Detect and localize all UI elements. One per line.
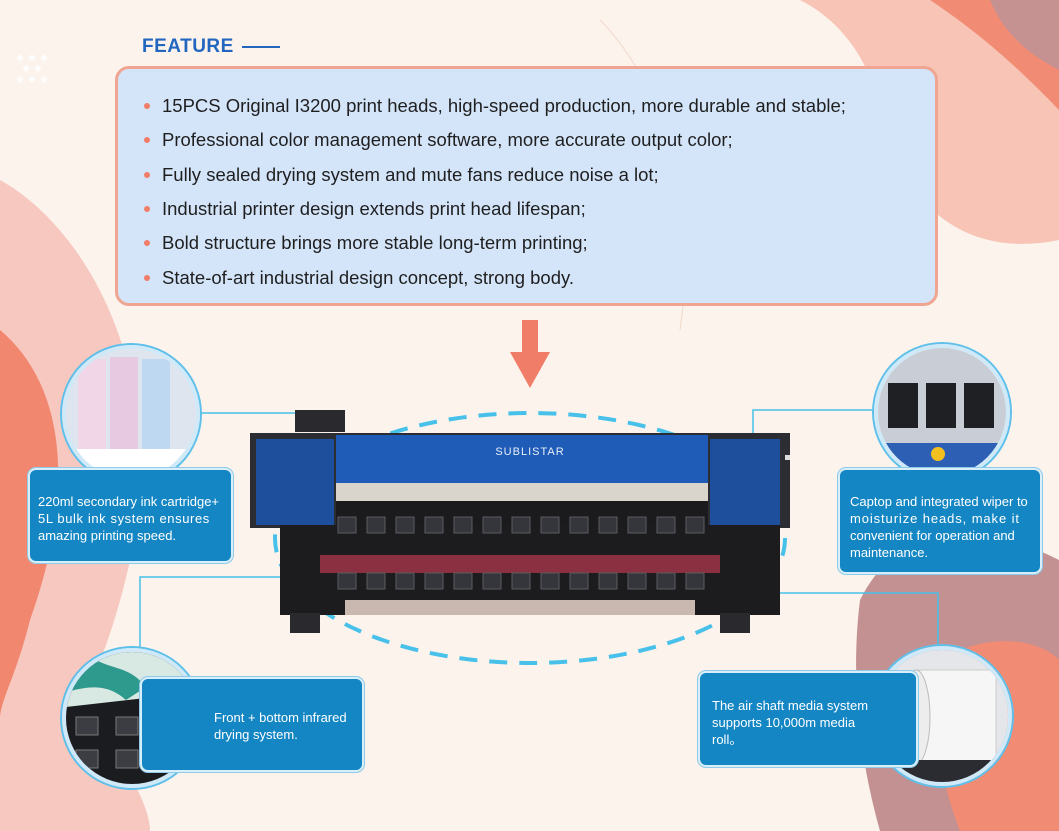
feature-item-text: 15PCS Original I3200 print heads, high-s… — [162, 95, 846, 117]
feature-title: FEATURE — [142, 36, 234, 57]
fan-icon — [424, 572, 444, 590]
bullet-icon — [144, 103, 150, 110]
fan-icon — [569, 572, 589, 590]
callout-text: 220ml secondary ink cartridge+ — [38, 494, 220, 509]
callout-text: 5L bulk ink system ensures — [38, 511, 210, 526]
bullet-icon — [144, 171, 150, 178]
feature-list: 15PCS Original I3200 print heads, high-s… — [144, 89, 911, 295]
feature-item: Professional color management software, … — [144, 123, 911, 157]
fan-icon — [395, 572, 415, 590]
feature-heading: FEATURE — [142, 36, 280, 58]
fan-icon — [366, 516, 386, 534]
captop-callout: Captop and integrated wiper to moisturiz… — [838, 468, 1042, 574]
feature-box: 15PCS Original I3200 print heads, high-s… — [115, 66, 938, 306]
fan-icon — [598, 516, 618, 534]
fan-icon — [424, 516, 444, 534]
media-system-callout: The air shaft media system supports 10,0… — [698, 671, 918, 767]
ink-system-callout: 220ml secondary ink cartridge+ 5L bulk i… — [28, 468, 233, 563]
feature-item-text: Bold structure brings more stable long-t… — [162, 232, 588, 254]
fan-icon — [511, 516, 531, 534]
feature-item-text: Fully sealed drying system and mute fans… — [162, 163, 659, 185]
callout-text: roll。 — [712, 732, 743, 747]
fan-icon — [569, 516, 589, 534]
fan-icon — [511, 572, 531, 590]
fan-icon — [453, 572, 473, 590]
fan-icon — [627, 572, 647, 590]
callout-text: drying system. — [214, 727, 298, 742]
feature-item: Fully sealed drying system and mute fans… — [144, 158, 911, 192]
fan-icon — [337, 516, 357, 534]
callout-text: maintenance. — [850, 545, 929, 560]
feature-item-text: Professional color management software, … — [162, 129, 733, 151]
feature-item-text: State-of-art industrial design concept, … — [162, 266, 575, 288]
down-arrow-icon — [510, 320, 550, 388]
printer-image: SUBLISTAR — [250, 410, 790, 633]
feature-item: 15PCS Original I3200 print heads, high-s… — [144, 89, 911, 123]
bullet-icon — [144, 274, 150, 281]
callout-text: Front + bottom infrared — [214, 710, 347, 725]
feature-item: Bold structure brings more stable long-t… — [144, 226, 911, 260]
captop-photo — [874, 344, 1010, 480]
bullet-icon — [144, 137, 150, 144]
callout-text: Captop and integrated wiper to — [850, 494, 1028, 509]
fan-icon — [656, 572, 676, 590]
fan-icon — [656, 516, 676, 534]
fan-icon — [685, 516, 705, 534]
heading-rule — [241, 46, 280, 48]
fan-icon — [540, 516, 560, 534]
fan-icon — [395, 516, 415, 534]
fan-icon — [685, 572, 705, 590]
fan-icon — [598, 572, 618, 590]
callout-text: amazing printing speed. — [38, 528, 177, 543]
fan-icon — [366, 572, 386, 590]
drying-system-callout: Front + bottom infrared drying system. — [140, 677, 364, 772]
fan-icon — [482, 572, 502, 590]
bullet-icon — [144, 206, 150, 213]
fan-icon — [627, 516, 647, 534]
feature-item-text: Industrial printer design extends print … — [162, 198, 586, 220]
feature-item: State-of-art industrial design concept, … — [144, 260, 911, 294]
fan-icon — [540, 572, 560, 590]
feature-item: Industrial printer design extends print … — [144, 192, 911, 226]
callout-text: moisturize heads, make it — [850, 511, 1020, 526]
fan-icon — [482, 516, 502, 534]
fan-icon — [453, 516, 473, 534]
printer-brand: SUBLISTAR — [495, 446, 564, 458]
bullet-icon — [144, 240, 150, 247]
callout-text: supports 10,000m media — [712, 715, 856, 730]
callout-text: The air shaft media system — [712, 698, 869, 713]
fan-icon — [337, 572, 357, 590]
callout-text: convenient for operation and — [850, 528, 1015, 543]
ink-cartridge-photo — [62, 345, 200, 483]
